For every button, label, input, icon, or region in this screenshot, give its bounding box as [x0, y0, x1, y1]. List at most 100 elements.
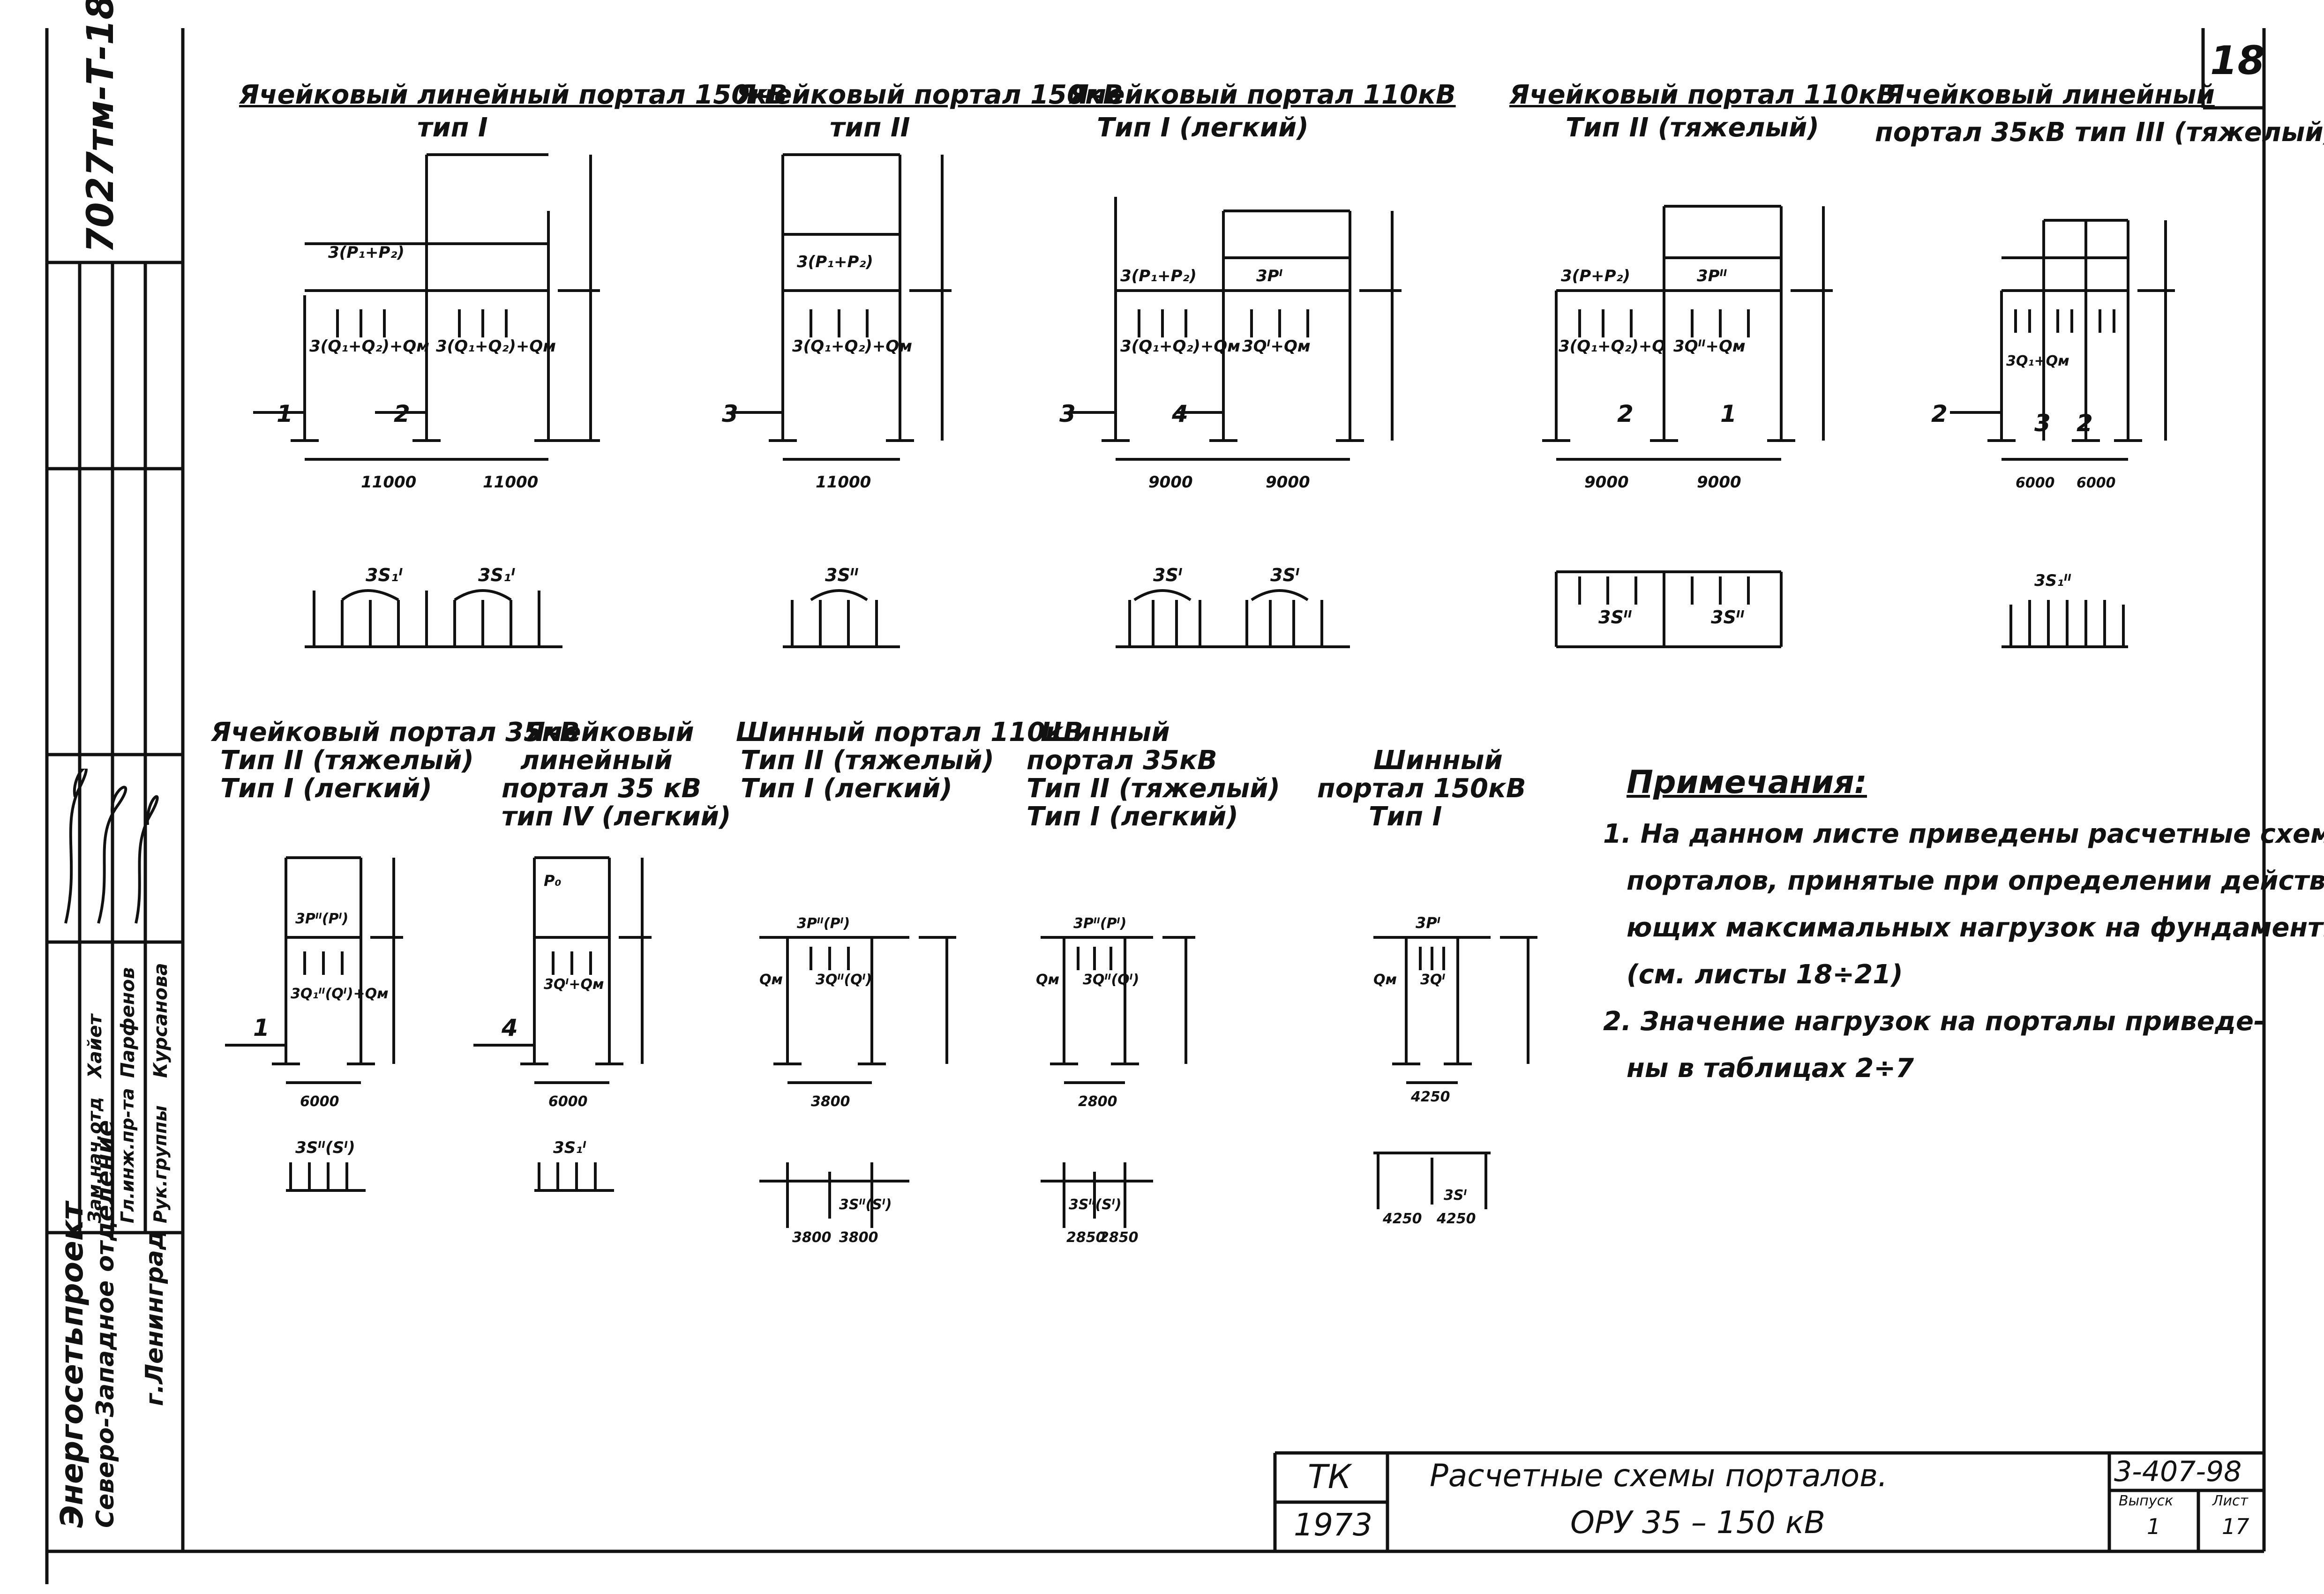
d9-base-load: 3Sᴵᴵ(Sᴵ): [1069, 1197, 1122, 1213]
d7-load-p0: P₀: [544, 872, 561, 890]
d1-base-load: 3S₁ᴵ: [366, 565, 403, 585]
d3-base-load-2: 3Sᴵ: [1270, 565, 1300, 585]
title-block-sheet: 17: [2222, 1514, 2249, 1539]
d10-base-dim-1: 4250: [1382, 1211, 1422, 1227]
top-row-diagrams: 1 2 3(P₁+P₂) 3(Q₁+Q₂)+Qм 3(Q₁+Q₂)+Qм 110…: [253, 153, 2175, 648]
d3-base-load: 3Sᴵ: [1153, 565, 1183, 585]
d8-load-qm: Qм: [759, 972, 783, 988]
note-line-3: ющих максимальных нагрузок на фундаменты: [1627, 913, 2324, 943]
d4-load-q: 3(Q₁+Q₂)+Q: [1559, 337, 1665, 356]
d10-load-qm: Qм: [1373, 972, 1397, 988]
d4-load-3p: 3Pᴵᴵ: [1697, 267, 1727, 285]
diagram-6-sub2: Тип I (легкий): [220, 773, 432, 804]
d8-dim: 3800: [811, 1093, 850, 1110]
d6-load-p: 3Pᴵᴵ(Pᴵ): [295, 911, 348, 927]
title-block-issue: 1: [2147, 1514, 2161, 1539]
diagram-7-sub1: линейный: [520, 745, 673, 776]
d4-dim-2: 9000: [1697, 473, 1741, 492]
doc-code: 7027тм-Т-18: [80, 0, 122, 253]
d1-base-load-2: 3S₁ᴵ: [478, 565, 515, 585]
d9-load-p: 3Pᴵᴵ(Pᴵ): [1073, 915, 1126, 932]
title-block-title-1: Расчетные схемы порталов.: [1430, 1458, 1888, 1494]
d1-label-1: 1: [277, 400, 293, 427]
d2-label-3: 3: [722, 400, 738, 427]
d3-load-p: 3(P₁+P₂): [1120, 267, 1197, 285]
diagram-7-sub3: тип IV (легкий): [502, 801, 731, 832]
d1-dim-2: 11000: [483, 473, 538, 492]
title-block-year: 1973: [1294, 1507, 1372, 1543]
d7-label-4: 4: [501, 1014, 518, 1041]
title-block-series: 3-407-98: [2114, 1455, 2242, 1488]
d1-load-q2: 3(Q₁+Q₂)+Qм: [436, 337, 556, 356]
diagram-10-sub1: портал 150кВ: [1317, 773, 1526, 804]
diagram-2-subtitle: тип II: [830, 112, 910, 143]
diagram-3-subtitle: Тип I (легкий): [1097, 112, 1309, 143]
d5-label-2b: 2: [2077, 410, 2093, 437]
signature-name-3: Курсанова: [150, 963, 172, 1078]
d5-base-load: 3S₁ᴵᴵ: [2034, 571, 2071, 590]
d7-load-q: 3Qᴵ+Qм: [544, 976, 604, 993]
d3-load-q: 3(Q₁+Q₂)+Qм: [1120, 337, 1240, 356]
d9-base-dim-1: 2850: [1066, 1229, 1106, 1246]
diagram-5-title: Ячейковый линейный: [1884, 80, 2215, 110]
note-line-1: 1. На данном листе приведены расчетные с…: [1603, 819, 2324, 849]
d6-base-load: 3Sᴵᴵ(Sᴵ): [295, 1138, 355, 1157]
d10-load-q: 3Qᴵ: [1420, 972, 1445, 988]
d7-dim: 6000: [548, 1093, 588, 1110]
d3-label-3: 3: [1059, 400, 1076, 427]
diagram-10-title: Шинный: [1373, 745, 1503, 776]
d6-dim: 6000: [300, 1093, 339, 1110]
diagram-1-subtitle: тип I: [417, 112, 488, 143]
org-name: Энергосетьпроект: [54, 1202, 90, 1528]
d10-dim: 4250: [1410, 1089, 1450, 1105]
d8-load-q: 3Qᴵᴵ(Qᴵ): [816, 972, 872, 988]
notes-heading: Примечания:: [1627, 764, 1867, 801]
d9-load-q: 3Qᴵᴵ(Qᴵ): [1083, 972, 1139, 988]
d6-load-q: 3Q₁ᴵᴵ(Qᴵ)+Qм: [291, 986, 389, 1002]
signature-role-3: Рук.группы: [150, 1105, 171, 1223]
d2-load-p: 3(P₁+P₂): [797, 253, 873, 271]
title-block-tk: ТК: [1308, 1458, 1351, 1496]
d10-load-p: 3Pᴵ: [1416, 914, 1440, 932]
d5-label-2: 2: [1931, 400, 1948, 427]
d1-load-p1p2: 3(P₁+P₂): [328, 243, 405, 262]
d10-base-dim-2: 4250: [1436, 1211, 1476, 1227]
diagram-9-title: Шинный: [1041, 717, 1170, 748]
d4-label-1: 1: [1720, 400, 1737, 427]
diagram-1-title: Ячейковый линейный портал 150кВ: [239, 80, 787, 110]
note-line-6: ны в таблицах 2÷7: [1627, 1053, 1914, 1084]
title-block-title-2: ОРУ 35 – 150 кВ: [1570, 1504, 1825, 1541]
d3-load-q2: 3Qᴵ+Qм: [1242, 337, 1311, 356]
diagram-5-subtitle: портал 35кВ тип III (тяжелый): [1875, 117, 2324, 148]
diagram-4-title: Ячейковый портал 110кВ: [1509, 80, 1897, 110]
d4-load-q2: 3Qᴵᴵ+Qм: [1673, 337, 1746, 356]
d4-base-load-2: 3Sᴵᴵ: [1711, 607, 1745, 628]
d3-label-4: 4: [1171, 400, 1188, 427]
d2-dim: 11000: [816, 473, 871, 492]
diagram-6-title: Ячейковый портал 35кВ: [211, 717, 580, 748]
signature-role-2: Гл.инж.пр-та: [117, 1088, 138, 1223]
d5-label-3: 3: [2034, 410, 2051, 437]
diagram-7-title: Ячейковый: [525, 717, 694, 748]
title-block-sheet-label: Лист: [2212, 1493, 2249, 1509]
d1-label-2: 2: [394, 400, 410, 427]
title-block-issue-label: Выпуск: [2119, 1493, 2174, 1509]
sheet-number: 18: [2210, 37, 2265, 83]
d2-load-q: 3(Q₁+Q₂)+Qм: [792, 337, 912, 356]
d4-dim-1: 9000: [1584, 473, 1629, 492]
d1-load-q: 3(Q₁+Q₂)+Qм: [309, 337, 429, 356]
d5-dim-1: 6000: [2016, 475, 2055, 491]
d8-load-p: 3Pᴵᴵ(Pᴵ): [797, 915, 850, 932]
d3-dim-1: 9000: [1148, 473, 1193, 492]
d9-base-dim-2: 2850: [1099, 1229, 1139, 1246]
d5-load-q: 3Q₁+Qм: [2006, 353, 2069, 369]
diagram-9-sub1: портал 35кВ: [1027, 745, 1217, 776]
diagram-9-sub2: Тип II (тяжелый): [1027, 773, 1280, 804]
diagram-8-sub2: Тип I (легкий): [741, 773, 952, 804]
d3-load-3p: 3Pᴵ: [1256, 267, 1283, 285]
bottom-row-diagrams: 1 3Pᴵᴵ(Pᴵ) 3Q₁ᴵᴵ(Qᴵ)+Qм 6000 3Sᴵᴵ(Sᴵ) 4 …: [225, 856, 1537, 1246]
signature-scribbles: [64, 769, 159, 924]
diagram-9-sub3: Тип I (легкий): [1027, 801, 1238, 832]
